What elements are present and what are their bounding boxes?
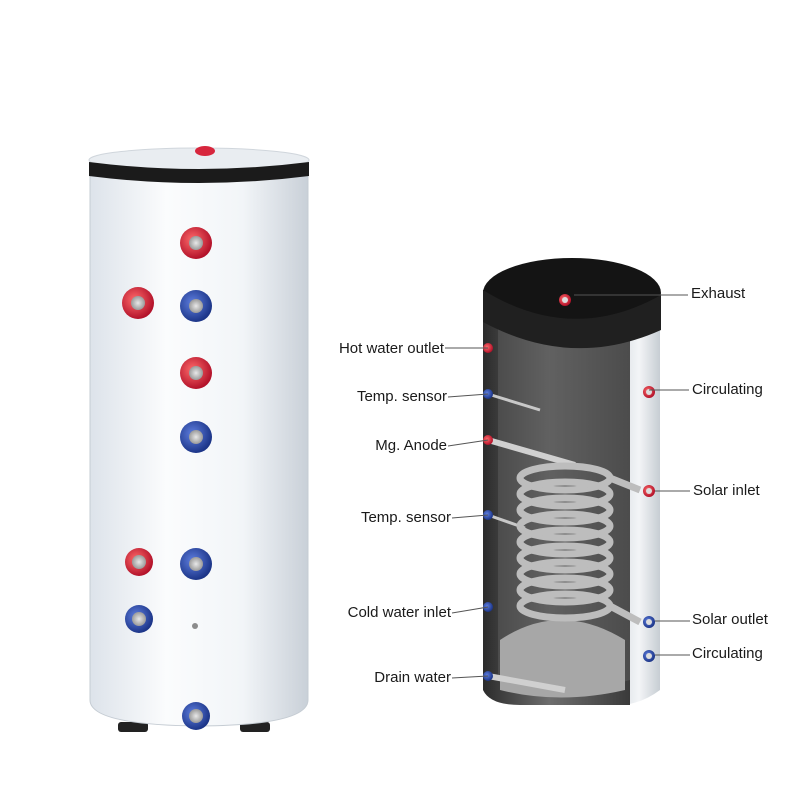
- label-exhaust: Exhaust: [691, 285, 746, 302]
- label-hot-water-outlet: Hot water outlet: [338, 340, 444, 357]
- exhaust-fitting: [559, 294, 571, 306]
- exterior-tank: [88, 146, 310, 732]
- port-cold: [125, 605, 153, 633]
- label-temp-sensor-lower: Temp. sensor: [360, 509, 451, 526]
- port-cold: [180, 421, 212, 453]
- port-hot: [180, 357, 212, 389]
- port-hot: [122, 287, 154, 319]
- label-solar-outlet: Solar outlet: [692, 611, 768, 628]
- label-mg-anode: Mg. Anode: [375, 437, 447, 454]
- tank-top-cap: [483, 258, 661, 328]
- port-cold: [182, 702, 210, 730]
- port-hot: [125, 548, 153, 576]
- tank-top-rim: [483, 290, 661, 349]
- circulating-fitting: [643, 386, 655, 398]
- label-circulating-upper: Circulating: [692, 381, 763, 398]
- circulating-fitting: [643, 650, 655, 662]
- cutaway-tank: [445, 258, 690, 705]
- label-drain-water: Drain water: [374, 669, 451, 686]
- heat-exchanger-coil: [516, 462, 642, 626]
- solar-outlet-fitting: [643, 616, 655, 628]
- port-hot: [180, 227, 212, 259]
- small-fitting: [192, 623, 198, 629]
- temp-sensor-rod: [487, 392, 541, 412]
- leader-lines: [445, 294, 690, 679]
- drain-pipe: [487, 673, 566, 693]
- label-solar-inlet: Solar inlet: [693, 482, 760, 499]
- port-cold: [180, 290, 212, 322]
- bottom-dome: [500, 620, 625, 698]
- top-port: [195, 146, 215, 156]
- anode-rod: [487, 437, 576, 468]
- tank-foot: [240, 722, 270, 732]
- tank-lid-band: [89, 162, 309, 183]
- label-cold-water-inlet: Cold water inlet: [347, 604, 451, 621]
- solar-inlet-fitting: [643, 485, 655, 497]
- tank-foot: [118, 722, 148, 732]
- label-circulating-lower: Circulating: [692, 645, 763, 662]
- port-cold: [180, 548, 212, 580]
- label-temp-sensor-upper: Temp. sensor: [356, 388, 447, 405]
